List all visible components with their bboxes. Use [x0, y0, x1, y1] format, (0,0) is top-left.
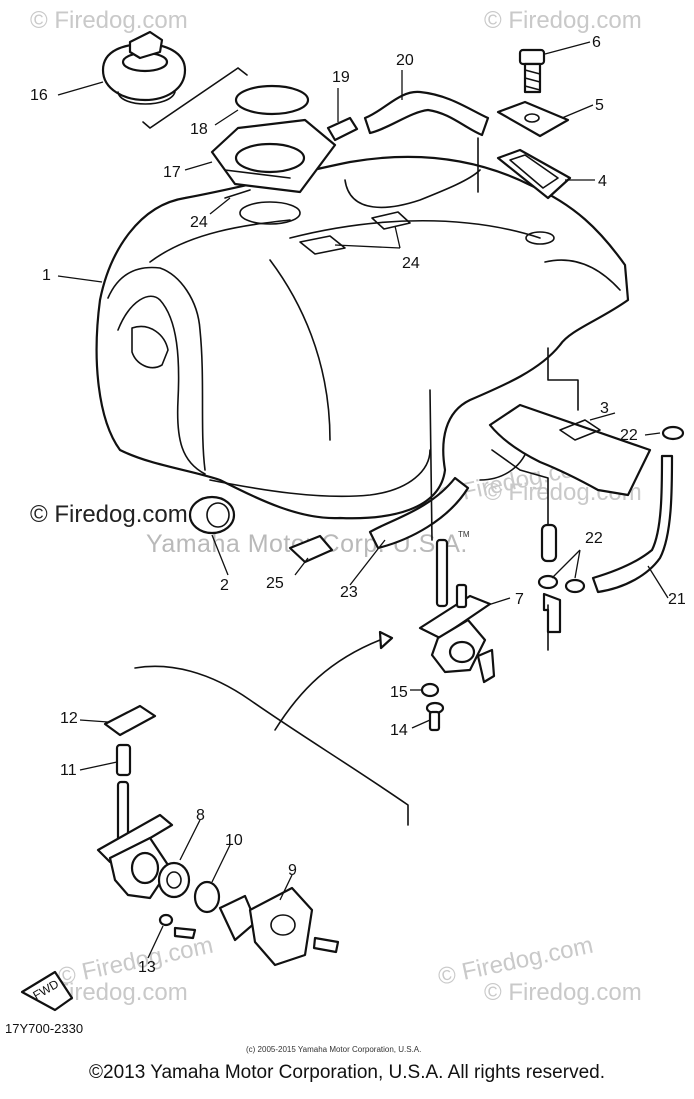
fuel-hose: [591, 454, 674, 594]
breather-fittings: [326, 90, 490, 142]
hose-clamps: [537, 574, 586, 634]
callout-14: 14: [390, 722, 408, 739]
footer-copyright: ©2013 Yamaha Motor Corporation, U.S.A. A…: [89, 1062, 605, 1083]
callout-22-lower: 22: [585, 530, 603, 547]
bracket-line: [142, 67, 248, 129]
watermark-top-left: © Firedog.com: [30, 7, 188, 34]
callout-15: 15: [390, 684, 408, 701]
callout-12: 12: [60, 710, 78, 727]
detail-arrow: [274, 639, 381, 731]
mount-bolt: [518, 48, 546, 94]
drawing-code: 17Y700-2330: [5, 1021, 83, 1036]
callout-20: 20: [396, 52, 414, 69]
callout-2: 2: [220, 577, 229, 594]
mount-grommet: [496, 148, 572, 200]
callout-22-upper: 22: [620, 427, 638, 444]
leader-lines: [57, 41, 669, 959]
fuel-tank: [95, 155, 630, 520]
callout-13: 13: [138, 959, 156, 976]
callout-18: 18: [190, 121, 208, 138]
callouts: 1 2 3 4 5 6 7 8 9 10 11 12 13 14 15 16 1…: [30, 34, 686, 976]
callout-10: 10: [225, 832, 243, 849]
fuel-cap: [101, 30, 187, 105]
mount-damper: [496, 100, 570, 138]
watermark-firedog: © Firedog.com: [30, 501, 188, 528]
filler-neck: [210, 118, 337, 194]
cock-screw: [425, 701, 445, 732]
cap-gasket: [234, 84, 310, 116]
hose-clip: [661, 425, 685, 441]
watermark-bottom-right: © Firedog.com: [484, 979, 642, 1006]
callout-24-lower: 24: [402, 255, 420, 272]
callout-8: 8: [196, 807, 205, 824]
side-cap: [188, 495, 236, 535]
callout-9: 9: [288, 862, 297, 879]
tank-rear-pad: [488, 403, 652, 497]
callout-5: 5: [595, 97, 604, 114]
callout-7: 7: [515, 591, 524, 608]
callout-17: 17: [163, 164, 181, 181]
trim-clip: [288, 534, 334, 564]
callout-24-upper: 24: [190, 214, 208, 231]
detail-bracket: [134, 665, 409, 826]
callout-23: 23: [340, 584, 358, 601]
callout-3: 3: [600, 400, 609, 417]
callout-19: 19: [332, 69, 350, 86]
callout-16: 16: [30, 87, 48, 104]
cock-washer: [420, 682, 440, 698]
forward-arrow: FWD: [20, 970, 74, 1012]
callout-21: 21: [668, 591, 686, 608]
callout-6: 6: [592, 34, 601, 51]
trademark-mark: TM: [458, 530, 470, 539]
callout-11: 11: [60, 762, 77, 779]
fuel-cock: [418, 523, 558, 684]
detail-arrowhead: [378, 630, 394, 650]
watermark-top-right: © Firedog.com: [484, 7, 642, 34]
fuel-cock-exploded: [96, 704, 340, 967]
callout-1: 1: [42, 267, 51, 284]
tank-seal-strip: [368, 476, 470, 550]
fine-copyright: (c) 2005-2015 Yamaha Motor Corporation, …: [246, 1045, 421, 1054]
callout-4: 4: [598, 173, 607, 190]
callout-25: 25: [266, 575, 284, 592]
